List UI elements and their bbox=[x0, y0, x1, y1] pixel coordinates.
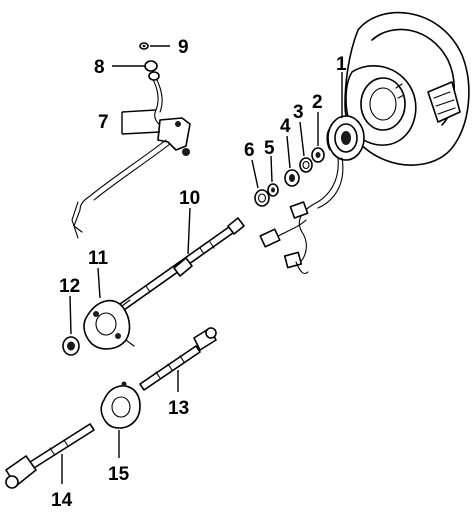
part-4-spring bbox=[284, 169, 300, 187]
steering-shaft bbox=[119, 217, 245, 311]
callout-3: 3 bbox=[293, 102, 304, 123]
part-9-clip bbox=[139, 42, 149, 50]
intermediate-shaft bbox=[139, 327, 217, 391]
callout-numbers: 1 2 3 4 5 6 7 8 9 10 11 12 13 14 15 bbox=[51, 37, 347, 511]
callout-13: 13 bbox=[168, 398, 189, 419]
callout-12: 12 bbox=[59, 276, 80, 297]
callout-9: 9 bbox=[178, 37, 189, 58]
part-15-boot-plate bbox=[100, 381, 141, 429]
callout-15: 15 bbox=[108, 464, 130, 485]
part-6-ring bbox=[254, 189, 270, 207]
steering-wheel bbox=[344, 11, 470, 166]
part-2-nut bbox=[311, 147, 325, 163]
wiring-harness bbox=[259, 157, 344, 275]
callout-2: 2 bbox=[312, 92, 323, 113]
callout-8: 8 bbox=[94, 57, 105, 78]
callout-6: 6 bbox=[244, 140, 255, 161]
callout-5: 5 bbox=[264, 138, 275, 159]
callout-10: 10 bbox=[179, 188, 200, 209]
callout-1: 1 bbox=[336, 54, 347, 75]
part-3-washer bbox=[299, 157, 313, 173]
shift-linkage bbox=[71, 77, 191, 239]
callout-14: 14 bbox=[51, 490, 73, 511]
callout-11: 11 bbox=[88, 248, 109, 269]
part-8-grommet bbox=[144, 60, 160, 81]
callout-4: 4 bbox=[280, 116, 291, 137]
part-5-bearing bbox=[267, 183, 279, 197]
part-12-bearing bbox=[62, 336, 80, 356]
callout-7: 7 bbox=[98, 112, 109, 133]
clock-spring bbox=[326, 115, 365, 161]
leader-lines bbox=[61, 45, 343, 484]
lower-shaft bbox=[5, 423, 95, 489]
lock-housing bbox=[83, 299, 135, 350]
